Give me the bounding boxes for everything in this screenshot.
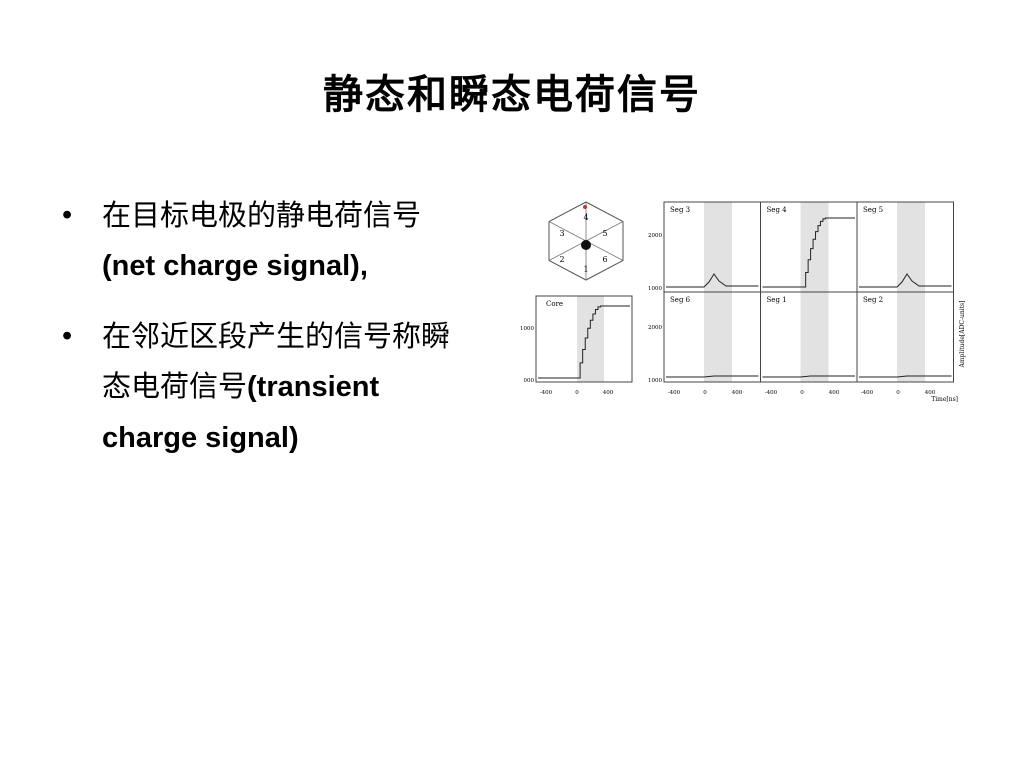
segment-panel-seg-1: Seg 1 [760, 291, 858, 383]
panel-label: Seg 5 [863, 206, 883, 214]
x-axis-label: Time[ns] [931, 396, 958, 403]
bullet-item-net-charge: • 在目标电极的静电荷信号 (net charge signal), [56, 190, 466, 291]
core-contact [581, 240, 591, 250]
bullet-list: • 在目标电极的静电荷信号 (net charge signal), • 在邻近区… [56, 190, 466, 483]
hexagon-divider [585, 240, 624, 261]
x-tick-label: -400 [765, 390, 778, 396]
x-tick-label: 0 [800, 390, 804, 396]
segment-grid: Seg 3 Seg 4 Seg 5 Seg 6 Seg 1 Seg 2 [663, 201, 954, 383]
panel-label: Seg 3 [670, 206, 690, 214]
time-window-shade [897, 202, 925, 292]
segment-panel-seg-4: Seg 4 [760, 201, 858, 293]
panel-label: Seg 6 [670, 296, 691, 304]
bullet-text-zh: 在目标电极的静电荷信号 [102, 198, 422, 232]
signal-trace [762, 217, 855, 288]
time-window-shade [704, 292, 732, 382]
core-trace [538, 305, 630, 379]
time-window-shade [577, 296, 604, 382]
bullet-marker: • [62, 320, 73, 352]
signal-trace [859, 273, 952, 288]
y-tick-label: 000 [524, 378, 535, 384]
core-signal-panel: Core 1000 000 -400 0 400 [520, 295, 633, 396]
hexagon-divider [548, 240, 587, 261]
charge-signal-figure: 4 5 6 1 2 3 Core 1000 000 -400 0 400 Seg… [512, 184, 972, 410]
x-tick-label: 400 [829, 390, 840, 396]
panel-frame [856, 291, 954, 383]
x-tick-label: 400 [603, 390, 614, 396]
slide-title: 静态和瞬态电荷信号 [323, 71, 701, 118]
x-tick-label: -400 [540, 390, 553, 396]
panel-label: Seg 4 [767, 206, 788, 214]
segment-panel-seg-6: Seg 6 [663, 291, 761, 383]
interaction-point [583, 205, 587, 209]
hexagon-divider [548, 221, 587, 242]
x-tick-label: -400 [861, 390, 874, 396]
panel-label: Seg 2 [863, 296, 883, 304]
y-tick-label: 1000 [648, 286, 662, 292]
x-tick-label: 400 [732, 390, 743, 396]
segment-panel-seg-5: Seg 5 [856, 201, 954, 293]
y-axis-label: Amplitude[ADC-units] [959, 301, 966, 369]
signal-trace [762, 375, 855, 378]
bullet-marker: • [62, 199, 73, 231]
bullet-item-transient-charge: • 在邻近区段产生的信号称瞬态电荷信号(transient charge sig… [56, 311, 466, 463]
signal-trace [859, 375, 952, 378]
segment-panel-seg-3: Seg 3 [663, 201, 761, 293]
signal-trace [666, 375, 759, 378]
signal-trace [666, 273, 759, 288]
grid-axis-labels: 2000 1000 2000 1000 -400 0 400 -400 0 40… [648, 233, 966, 403]
x-tick-label: 0 [575, 390, 579, 396]
segment-label: 5 [602, 229, 607, 238]
segment-panel-seg-2: Seg 2 [856, 291, 954, 383]
time-window-shade [800, 292, 829, 382]
time-window-shade [800, 202, 829, 292]
y-tick-label: 2000 [648, 233, 662, 239]
hexagon-divider [585, 221, 624, 242]
panel-label: Seg 1 [767, 296, 787, 304]
segment-label: 2 [559, 255, 564, 264]
x-tick-label: -400 [668, 390, 681, 396]
y-tick-label: 1000 [520, 326, 534, 332]
core-panel-frame [535, 295, 633, 383]
segment-label: 1 [583, 265, 588, 274]
bullet-text-en: (transient charge signal) [102, 371, 380, 454]
segment-label: 3 [559, 229, 564, 238]
bullet-text-zh: 在邻近区段产生的信号称瞬态电荷信号 [102, 319, 451, 403]
x-tick-label: 0 [703, 390, 707, 396]
y-tick-label: 1000 [648, 378, 662, 384]
time-window-shade [897, 292, 925, 382]
bullet-text-en: (net charge signal), [102, 250, 368, 282]
signal-figure-svg: 4 5 6 1 2 3 Core 1000 000 -400 0 400 Seg… [520, 201, 966, 403]
hexagon-detector-diagram: 4 5 6 1 2 3 [548, 201, 624, 281]
x-tick-label: 400 [925, 390, 936, 396]
panel-label: Core [546, 300, 563, 308]
y-tick-label: 2000 [648, 325, 662, 331]
segment-label: 4 [583, 213, 588, 222]
time-window-shade [704, 202, 732, 292]
x-tick-label: 0 [896, 390, 900, 396]
segment-label: 6 [602, 255, 607, 264]
